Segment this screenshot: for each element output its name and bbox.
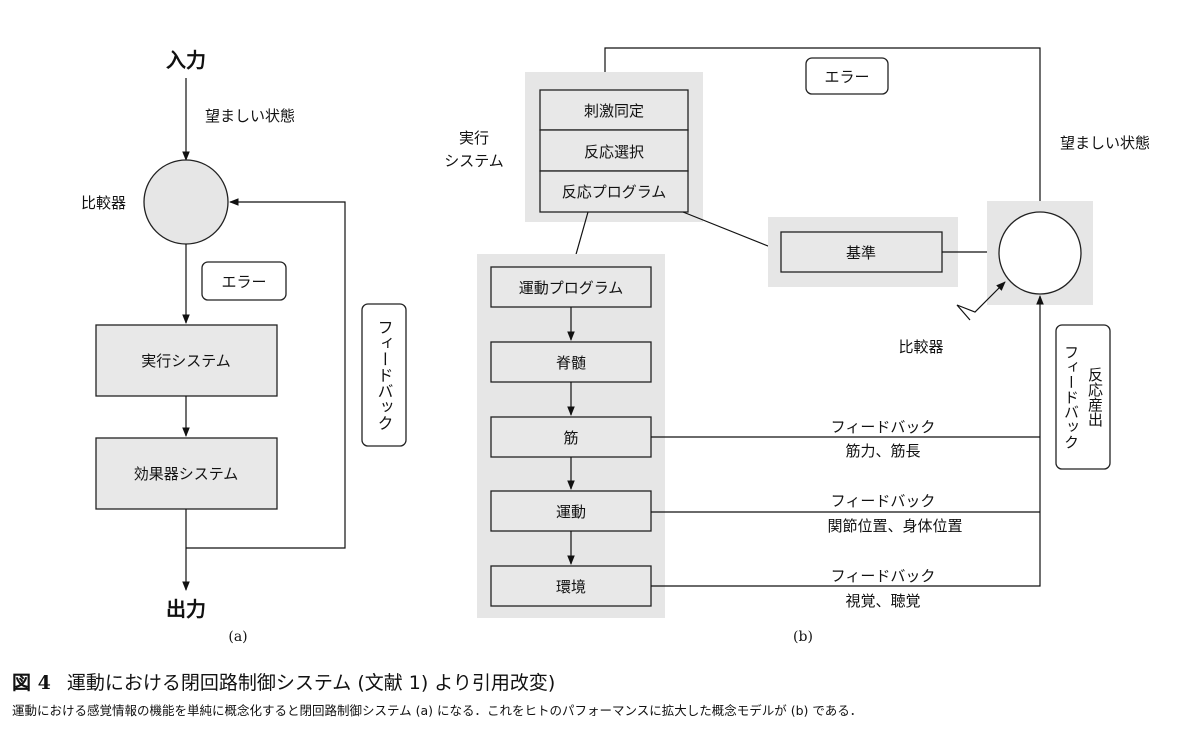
b-desired-state-label: 望ましい状態 (1060, 134, 1150, 152)
b-muscle-label: 筋 (563, 429, 578, 447)
a-desired-state-label: 望ましい状態 (205, 107, 295, 125)
b-program-to-reference-arrow (682, 211, 779, 251)
b-environment-label: 環境 (556, 578, 586, 596)
diagram-b: エラー 望ましい状態 実行 システム 刺激同定 反応選択 反応プログラム 基準 … (444, 47, 1150, 645)
b-spinal-cord-label: 脊髄 (556, 354, 586, 372)
b-response-output-feedback-label-1: 反応産出 (1086, 367, 1104, 427)
b-muscle-box (490, 416, 652, 458)
b-executive-label-2: システム (444, 152, 504, 170)
a-executive-system-box (95, 324, 278, 397)
figure-caption: 図 4 運動における閉回路制御システム (文献 1) より引用改変) 運動における… (12, 671, 1192, 721)
b-response-select-box (539, 129, 689, 172)
b-movement-label: 運動 (556, 503, 586, 521)
figure-number: 図 4 (12, 672, 51, 694)
b-fb1-title: フィードバック (831, 418, 936, 436)
a-error-label: エラー (221, 273, 266, 291)
b-reference-label: 基準 (846, 244, 876, 262)
b-error-box (805, 57, 889, 95)
b-error-loop (601, 47, 1041, 212)
b-comparator-circle (998, 211, 1082, 295)
b-comparator-label: 比較器 (898, 338, 943, 356)
b-fb1-sub: 筋力、筋長 (845, 442, 920, 460)
diagram-a: 入力 望ましい状態 比較器 エラー 実行システム 効果器システム 出力 フィード… (81, 48, 407, 645)
a-feedback-box (361, 303, 407, 447)
b-stimulus-id-label: 刺激同定 (584, 102, 644, 120)
b-motor-program-label: 運動プログラム (519, 279, 624, 297)
a-diagram-label: (a) (228, 629, 247, 645)
b-stimulus-id-box (539, 89, 689, 131)
b-fb3-sub: 視覚、聴覚 (845, 592, 920, 610)
b-spinal-cord-box (490, 341, 652, 383)
a-effector-system-label: 効果器システム (134, 465, 239, 483)
b-fb2-title: フィードバック (831, 492, 936, 510)
b-comparator-pointer (956, 281, 1006, 321)
b-reference-box (780, 231, 943, 273)
b-response-select-label: 反応選択 (584, 143, 644, 161)
caption-title-line: 図 4 運動における閉回路制御システム (文献 1) より引用改変) (12, 671, 1192, 695)
a-effector-system-box (95, 437, 278, 510)
b-motor-program-box (490, 266, 652, 308)
b-environment-feedback-line (651, 295, 1044, 587)
a-output-label: 出力 (166, 597, 206, 621)
a-comparator-circle (143, 159, 229, 245)
a-error-box (201, 261, 287, 301)
a-feedback-label: フィードバック (375, 319, 394, 431)
b-response-output-feedback-box (1055, 324, 1111, 470)
b-movement-box (490, 490, 652, 532)
b-fb3-title: フィードバック (831, 567, 936, 585)
b-executive-label-1: 実行 (459, 129, 489, 147)
a-executive-system-label: 実行システム (141, 352, 231, 370)
a-input-label: 入力 (166, 48, 206, 72)
b-response-output-feedback-label-2: フィードバック (1062, 345, 1080, 450)
caption-description: 運動における感覚情報の機能を単純に概念化すると閉回路制御システム (a) になる… (12, 703, 863, 718)
caption-title: 運動における閉回路制御システム (文献 1) より引用改変) (66, 672, 556, 694)
b-error-label: エラー (824, 68, 869, 86)
b-environment-box (490, 565, 652, 607)
closed-loop-control-diagram: 入力 望ましい状態 比較器 エラー 実行システム 効果器システム 出力 フィード… (81, 47, 1150, 645)
a-comparator-label: 比較器 (81, 194, 126, 212)
b-response-program-box (539, 170, 689, 213)
a-feedback-loop (186, 198, 346, 549)
b-diagram-label: (b) (793, 629, 813, 645)
b-fb2-sub: 関節位置、身体位置 (827, 517, 962, 535)
b-response-program-label: 反応プログラム (562, 183, 667, 201)
